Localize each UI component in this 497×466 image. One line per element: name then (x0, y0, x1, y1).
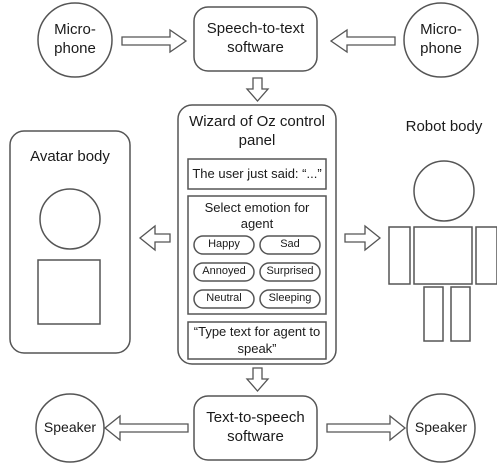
robot-left-arm (388, 226, 411, 285)
emotion-happy-label: Happy (208, 238, 240, 251)
arrow-panel-to-robot (344, 224, 382, 252)
microphone-left-node (37, 2, 113, 78)
arrow-tts-to-speaker-right (326, 414, 407, 442)
avatar-head (39, 188, 101, 250)
robot-head (413, 160, 475, 222)
robot-left-leg (423, 286, 444, 342)
type-text-prompt[interactable]: “Type text for agent to speak” (193, 324, 321, 356)
arrow-stt-to-panel (245, 77, 270, 102)
emotion-surprised-label: Surprised (266, 265, 314, 278)
text-to-speech-box (193, 395, 318, 461)
microphone-right-node (403, 2, 479, 78)
text-to-speech-label: Text-to-speech software (206, 409, 305, 445)
user-said-text: The user just said: “...” (192, 165, 322, 181)
speaker-left-label: Speaker (43, 419, 97, 436)
speaker-right-label: Speaker (414, 419, 468, 436)
microphone-right-label: Micro-phone (420, 21, 462, 57)
emotion-pill-sad[interactable] (259, 235, 321, 255)
robot-right-leg (450, 286, 471, 342)
emotion-pill-happy[interactable] (193, 235, 255, 255)
emotion-neutral-label: Neutral (206, 292, 242, 305)
avatar-body-label: Avatar body (30, 147, 110, 165)
emotion-annoyed-label: Annoyed (202, 265, 246, 278)
emotion-sleeping-label: Sleeping (268, 292, 312, 305)
arrow-panel-to-tts (245, 367, 270, 392)
avatar-torso (37, 259, 101, 325)
microphone-left-label: Micro-phone (54, 21, 96, 57)
emotion-pill-sleeping[interactable] (259, 289, 321, 309)
speech-to-text-box (193, 6, 318, 72)
user-said-box (187, 158, 327, 190)
robot-torso (413, 226, 473, 285)
arrow-tts-to-speaker-left (103, 414, 189, 442)
emotion-pill-neutral[interactable] (193, 289, 255, 309)
emotion-pill-annoyed[interactable] (193, 262, 255, 282)
arrow-mic-left-to-stt (121, 28, 188, 54)
emotion-pill-surprised[interactable] (259, 262, 321, 282)
robot-right-arm (475, 226, 497, 285)
emotion-select-title: Select emotion for agent (204, 199, 310, 231)
arrow-panel-to-avatar (138, 224, 171, 252)
control-panel-title: Wizard of Oz control panel (189, 113, 325, 149)
speech-to-text-label: Speech-to-text software (206, 20, 305, 56)
type-text-box (187, 321, 327, 360)
arrow-mic-right-to-stt (329, 28, 396, 54)
speaker-right-node (406, 393, 476, 463)
emotion-sad-label: Sad (280, 238, 300, 251)
robot-body-label: Robot body (405, 117, 483, 135)
